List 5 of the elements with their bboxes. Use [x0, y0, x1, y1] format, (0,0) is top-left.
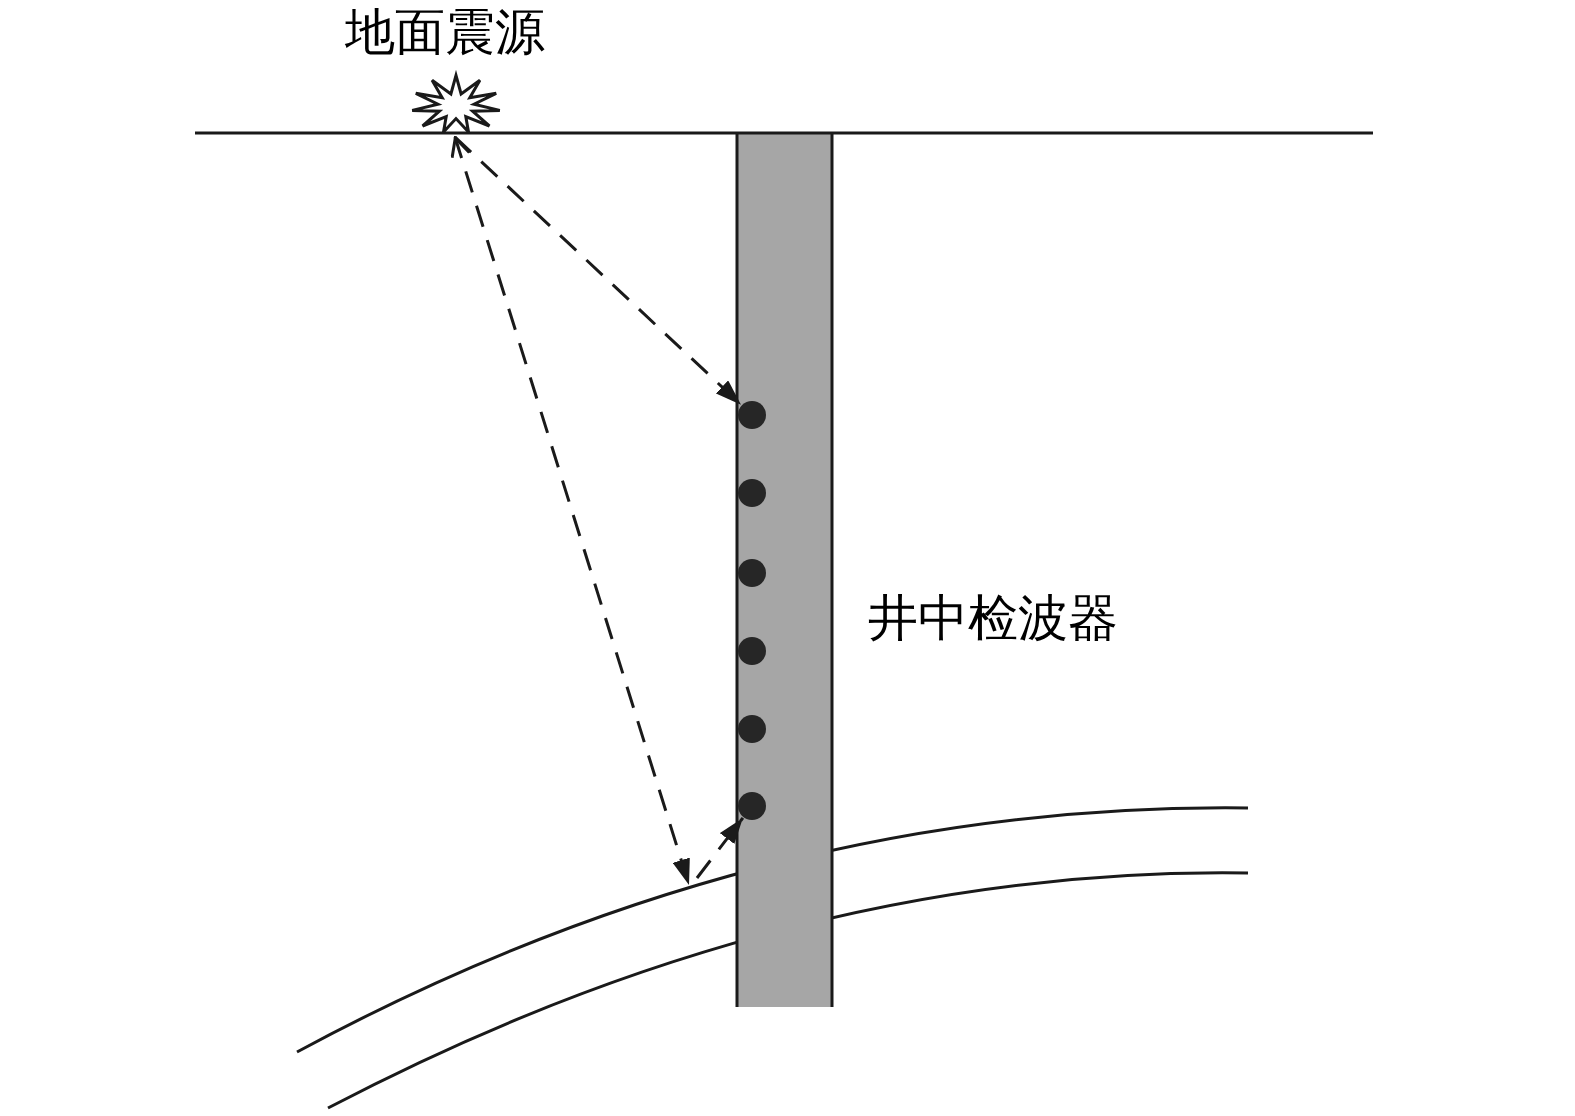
ray-arrow [453, 135, 743, 406]
ray-arrow [695, 817, 745, 879]
ray-arrow [450, 136, 691, 886]
receiver-label: 井中检波器 [868, 588, 1118, 648]
source-label: 地面震源 [344, 2, 546, 62]
